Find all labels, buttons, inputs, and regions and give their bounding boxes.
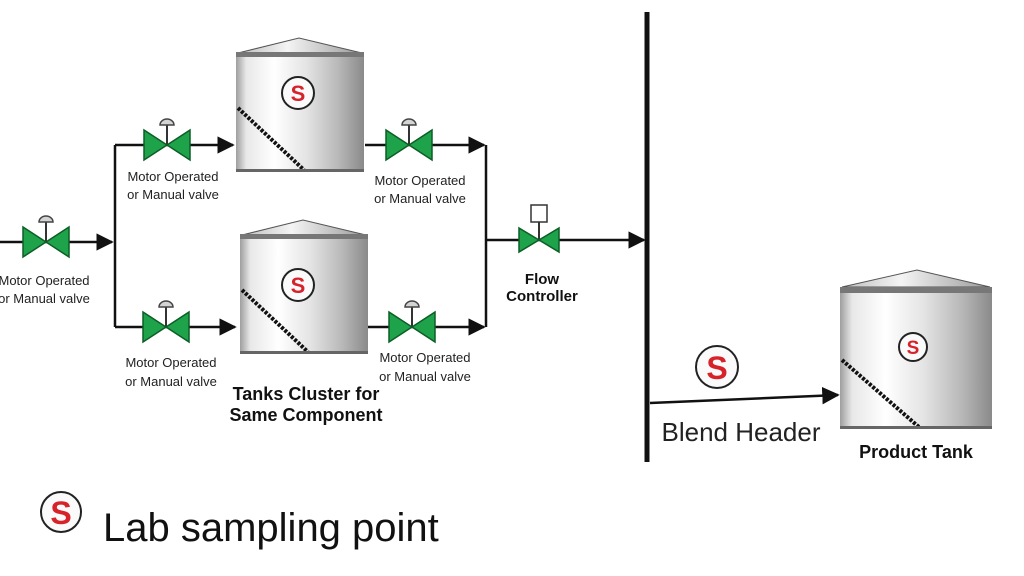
legend-sample-icon: S — [40, 491, 82, 533]
valve-label-line: or Manual valve — [125, 374, 217, 389]
tank-base — [840, 426, 992, 429]
sample-symbol: S — [291, 81, 306, 106]
sample-point-badge: S — [281, 76, 315, 110]
upper-inlet-valve-icon[interactable] — [143, 118, 191, 162]
tank-base — [236, 169, 364, 172]
valve-label-line: or Manual valve — [0, 291, 90, 306]
header-to-product-pipe — [649, 386, 840, 405]
tank-rim — [236, 52, 364, 57]
sample-symbol: S — [706, 350, 727, 386]
tank-base — [240, 351, 368, 354]
lower-outlet-valve-icon[interactable] — [388, 300, 436, 344]
valve-label-line: Motor Operated — [125, 355, 216, 370]
legend: S Lab sampling point — [40, 491, 439, 550]
tank-rim — [840, 287, 992, 293]
flow-controller-label-line: Controller — [506, 288, 578, 305]
sample-point-badge: S — [281, 268, 315, 302]
tanks-cluster-label-line: Same Component — [229, 405, 382, 425]
flow-controller-label-line: Flow — [525, 271, 559, 288]
blend-header-label: Blend Header — [662, 417, 821, 447]
tank-body — [236, 57, 364, 170]
lower-inlet-valve-label: Motor Operated or Manual valve — [125, 355, 217, 389]
valve-label-line: Motor Operated — [379, 350, 470, 365]
sample-point-badge: S — [898, 332, 928, 362]
inlet-valve-icon[interactable] — [22, 215, 70, 259]
storage-tank-lower: S — [240, 219, 368, 354]
valve-label-line: or Manual valve — [127, 187, 219, 202]
valve-label-line: Motor Operated — [127, 169, 218, 184]
blend-header-sample-badge: S — [695, 345, 739, 389]
lower-outlet-valve-label: Motor Operated or Manual valve — [379, 350, 471, 384]
upper-outlet-valve-label: Motor Operated or Manual valve — [374, 173, 466, 206]
upper-outlet-valve-icon[interactable] — [385, 118, 433, 162]
flow-controller-valve-icon[interactable] — [518, 204, 560, 254]
tanks-cluster-label: Tanks Cluster for Same Component — [229, 384, 382, 425]
lower-inlet-valve-icon[interactable] — [142, 300, 190, 344]
valve-label-line: or Manual valve — [374, 191, 466, 206]
valve-label-line: Motor Operated — [374, 173, 465, 188]
upper-inlet-valve-label: Motor Operated or Manual valve — [127, 169, 219, 202]
tank-ladder — [236, 106, 306, 172]
flow-controller-label: Flow Controller — [506, 271, 578, 305]
storage-tank-upper: S — [236, 37, 364, 172]
tank-ladder — [840, 358, 922, 430]
legend-label: Lab sampling point — [103, 506, 439, 550]
legend-symbol: S — [50, 495, 71, 531]
tank-ladder — [240, 288, 310, 354]
tanks-cluster-label-line: Tanks Cluster for — [233, 384, 380, 404]
tank-roof — [241, 219, 367, 236]
sample-symbol: S — [291, 273, 306, 298]
product-tank: S — [840, 269, 992, 430]
sample-symbol: S — [907, 338, 920, 359]
tank-rim — [240, 234, 368, 239]
product-tank-label: Product Tank — [859, 442, 974, 462]
tank-roof — [237, 37, 363, 54]
inlet-valve-label: Motor Operated or Manual valve — [0, 273, 90, 306]
valve-label-line: Motor Operated — [0, 273, 90, 288]
valve-label-line: or Manual valve — [379, 369, 471, 384]
tank-roof — [841, 269, 991, 288]
